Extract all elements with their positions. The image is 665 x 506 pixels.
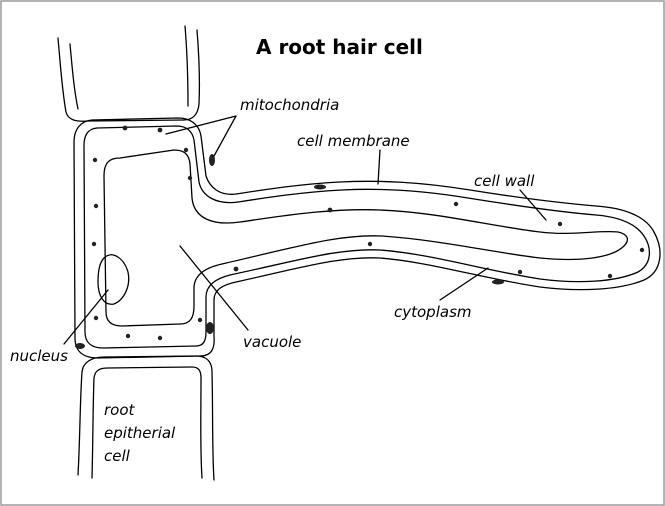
leader-cell-membrane (378, 150, 380, 184)
leader-mitochondria-2 (214, 116, 236, 156)
label-epithelial-line-3: cell (104, 447, 131, 465)
label-epithelial-line-1: root (104, 401, 136, 419)
label-vacuole: vacuole (243, 333, 301, 351)
leader-nucleus (64, 290, 108, 344)
label-mitochondria: mitochondria (240, 96, 339, 114)
label-cell-membrane: cell membrane (297, 132, 410, 150)
diagram-title: A root hair cell (256, 35, 423, 59)
leader-cell-wall (520, 190, 546, 220)
label-cytoplasm: cytoplasm (394, 303, 472, 321)
label-leader-lines (64, 116, 546, 344)
cell-wall-outline (74, 118, 660, 358)
vacuole-outline (104, 150, 627, 326)
cell-membrane-outline (84, 126, 649, 348)
upper-neighbor-cell (58, 26, 199, 121)
label-cell-wall: cell wall (474, 172, 535, 190)
leader-mitochondria (166, 116, 236, 134)
lower-epithelial-cell (78, 356, 214, 480)
cytoplasm-granules (75, 126, 644, 349)
label-nucleus: nucleus (10, 347, 68, 365)
label-epithelial-line-2: epitherial (104, 424, 176, 442)
